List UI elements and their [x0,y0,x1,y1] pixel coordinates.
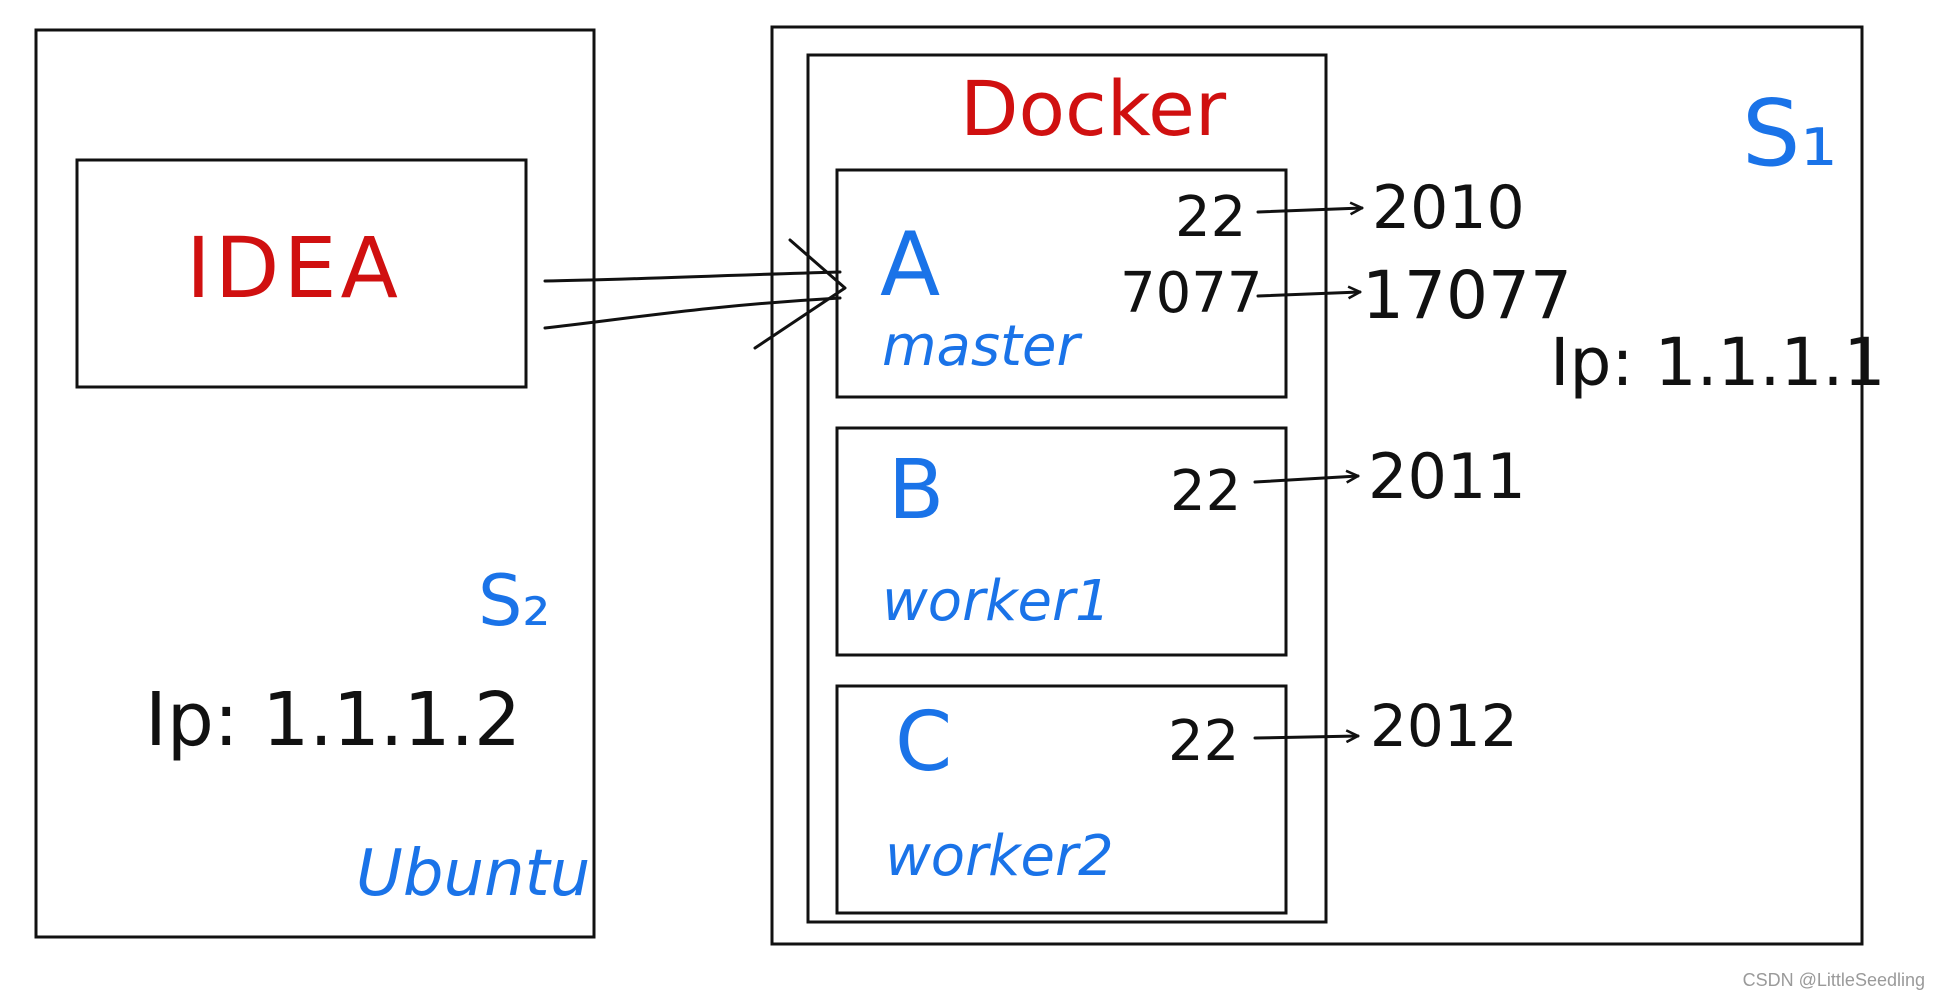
port-b1-from: 22 [1170,459,1241,524]
port-arrow-a1 [1256,208,1364,212]
server-s2-label: S₂ [478,560,551,642]
server-s2-ip: Ip: 1.1.1.2 [145,677,521,763]
port-arrow-a2 [1256,292,1362,296]
idea-label: IDEA [186,219,402,317]
connection-arrowhead [753,238,847,350]
container-a-id: A [880,213,940,316]
server-s2-box [34,28,596,939]
connection-line-1 [543,270,842,283]
server-s1-box [770,25,1864,946]
container-c-box [835,684,1288,915]
port-a2-to: 17077 [1362,257,1572,334]
port-arrow-c1 [1253,736,1360,738]
port-b1-to: 2011 [1368,440,1526,513]
port-c1-to: 2012 [1370,692,1518,760]
container-a-box [835,168,1288,399]
port-arrow-b1 [1253,476,1358,482]
port-c1-from: 22 [1168,709,1239,774]
container-b-box [835,426,1288,657]
server-s2-os: Ubuntu [356,837,590,911]
watermark: CSDN @LittleSeedling [1743,970,1925,990]
server-s1-ip: Ip: 1.1.1.1 [1550,324,1885,401]
docker-box [806,53,1328,924]
connection-line-2 [543,296,842,330]
idea-box [75,158,528,389]
docker-label: Docker [960,64,1227,153]
container-a-name: master [882,314,1082,379]
server-s1-label: S₁ [1742,80,1837,187]
container-b-name: worker1 [882,569,1111,634]
container-c-id: C [895,695,952,790]
container-c-name: worker2 [885,824,1114,889]
container-b-id: B [888,443,944,538]
port-a1-to: 2010 [1372,173,1525,243]
port-a1-from: 22 [1175,185,1246,250]
port-a2-from: 7077 [1120,261,1263,326]
